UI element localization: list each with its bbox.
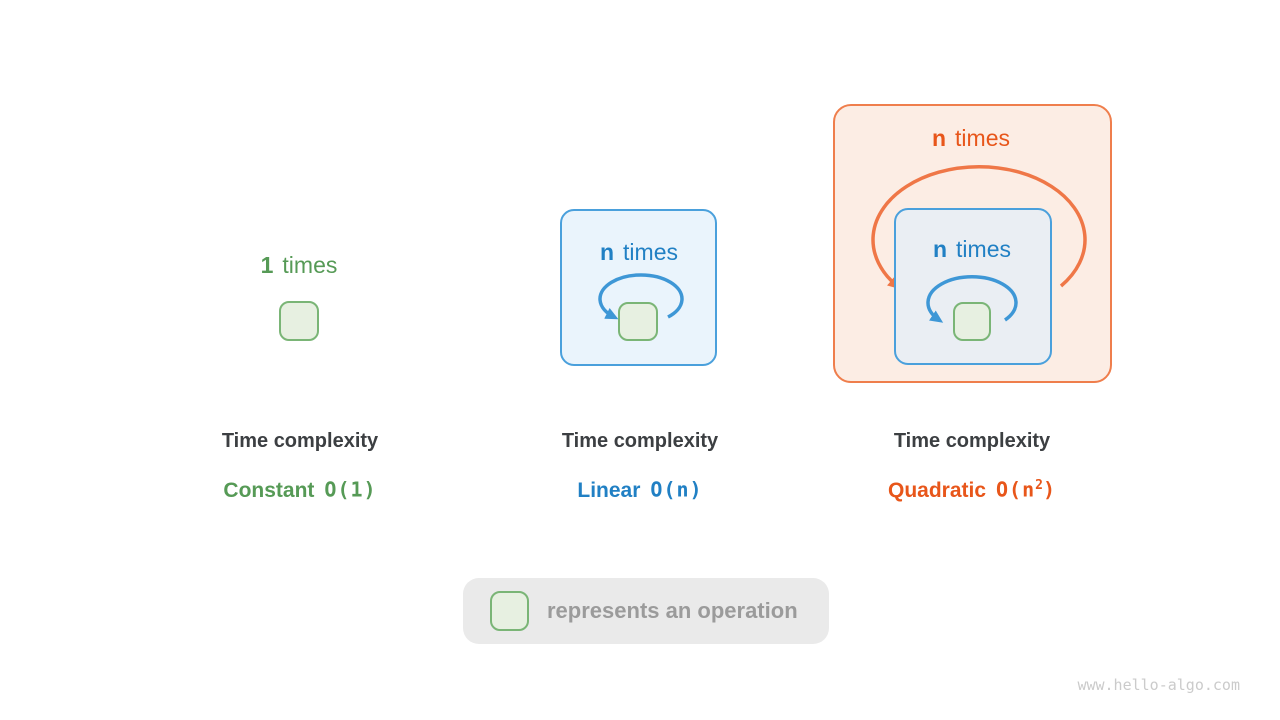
constant-loop-word: times bbox=[282, 252, 338, 278]
legend-label: represents an operation bbox=[547, 598, 798, 623]
quadratic-outer-loop-word: times bbox=[955, 125, 1010, 151]
watermark: www.hello-algo.com bbox=[1077, 676, 1240, 694]
linear-operation-box bbox=[618, 302, 658, 341]
quadratic-big-o: O(n2) bbox=[996, 477, 1057, 502]
quadratic-outer-loop-count: n bbox=[931, 125, 947, 151]
constant-class-name: Constant bbox=[223, 478, 315, 502]
constant-loop-count: 1 bbox=[260, 252, 274, 278]
quadratic-class-name: Quadratic bbox=[887, 478, 987, 502]
linear-panel-frame bbox=[560, 209, 717, 366]
legend-operation-box-icon bbox=[490, 591, 529, 631]
linear-class-name: Linear bbox=[577, 478, 641, 502]
quadratic-caption: Time complexity bbox=[893, 430, 1051, 452]
constant-caption: Time complexity bbox=[221, 430, 379, 452]
quadratic-complexity-label: Quadratic O(n2) bbox=[852, 473, 1092, 504]
constant-complexity-label: Constant O(1) bbox=[180, 473, 420, 504]
legend: represents an operation bbox=[463, 578, 829, 644]
constant-big-o: O(1) bbox=[324, 477, 377, 502]
quadratic-inner-loop-count: n bbox=[932, 236, 948, 262]
quadratic-operation-box bbox=[953, 302, 991, 341]
linear-complexity-label: Linear O(n) bbox=[520, 473, 760, 504]
constant-operation-box bbox=[279, 301, 319, 341]
quadratic-inner-panel-frame bbox=[894, 208, 1052, 365]
linear-loop-count: n bbox=[599, 239, 615, 265]
quadratic-inner-loop-word: times bbox=[956, 236, 1011, 262]
linear-big-o: O(n) bbox=[650, 477, 703, 502]
quadratic-outer-loop-label: n times bbox=[871, 124, 1071, 152]
linear-loop-word: times bbox=[623, 239, 678, 265]
linear-loop-label: n times bbox=[539, 238, 739, 266]
quadratic-inner-loop-label: n times bbox=[872, 235, 1072, 263]
linear-caption: Time complexity bbox=[561, 430, 719, 452]
constant-loop-label: 1 times bbox=[199, 251, 399, 279]
